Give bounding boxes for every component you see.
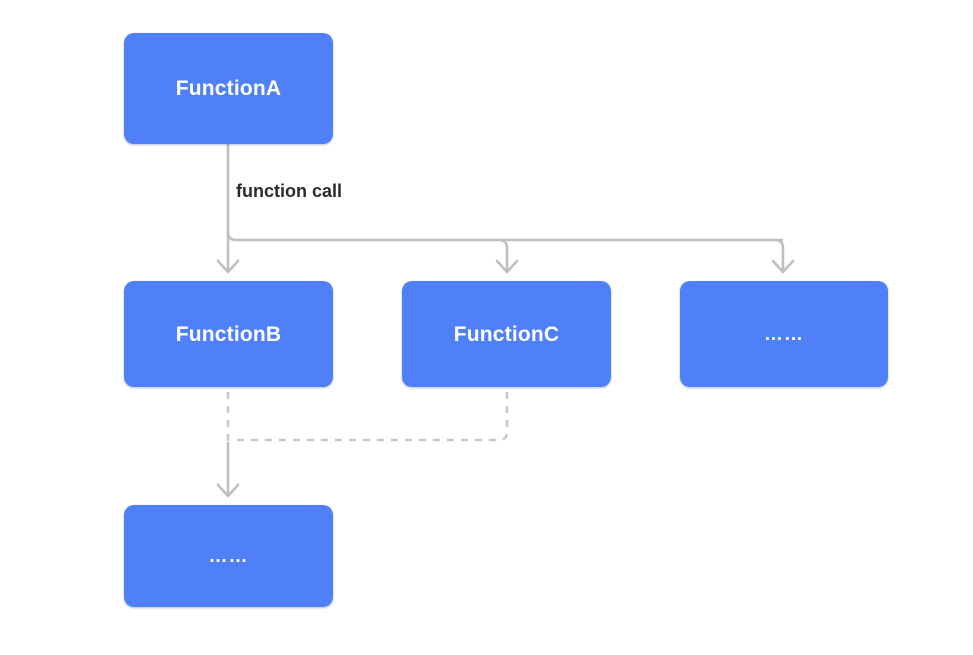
node-ellipsis-bottom[interactable]: ……: [124, 505, 333, 607]
node-function-a[interactable]: FunctionA: [124, 33, 333, 144]
arrowhead-ellipsis-bottom: [216, 483, 240, 498]
node-function-b[interactable]: FunctionB: [124, 281, 333, 387]
edge-bus-horizontal: [226, 231, 783, 242]
arrowhead-function-b: [216, 259, 240, 274]
node-function-a-label: FunctionA: [175, 77, 282, 100]
edge-label-function-call: function call: [236, 181, 343, 201]
node-ellipsis-bottom-label: ……: [208, 545, 249, 567]
arrowhead-ellipsis-right: [771, 259, 795, 274]
node-function-c-label: FunctionC: [453, 322, 560, 346]
node-function-c[interactable]: FunctionC: [402, 281, 611, 387]
arrowhead-function-c: [495, 259, 519, 274]
node-function-b-label: FunctionB: [175, 322, 282, 346]
edge-function-a-to-ellipsis-right: [774, 238, 785, 270]
node-ellipsis-right[interactable]: ……: [680, 281, 888, 387]
node-ellipsis-right-label: ……: [764, 323, 804, 345]
edge-function-a-to-function-c: [498, 238, 509, 270]
edge-function-c-to-ellipsis-bottom-dashed: [236, 392, 509, 442]
